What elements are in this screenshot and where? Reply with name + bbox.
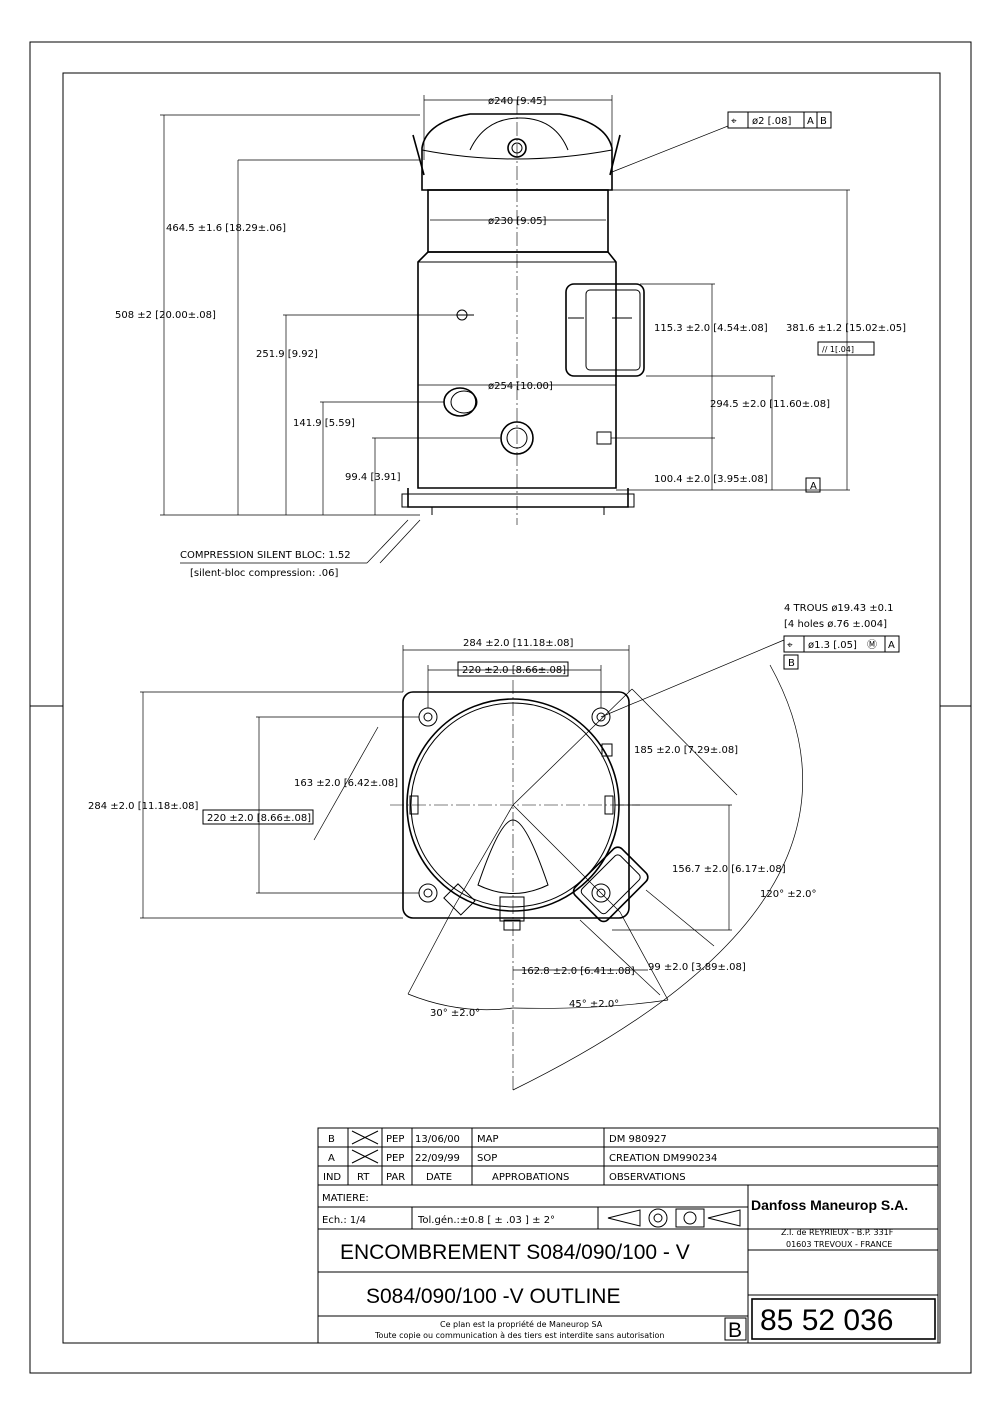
svg-text:22/09/99: 22/09/99 [415,1153,460,1164]
svg-text:A: A [888,640,895,651]
compressor-base [407,488,629,508]
svg-text:PEP: PEP [386,1153,404,1164]
angle-arc-30 [407,993,514,1011]
holes-tolerance-frame [783,635,900,653]
ownership-note: Ce plan est la propriété de Maneurop SA [440,1319,603,1329]
company-address-2: 01603 TREVOUX - FRANCE [786,1240,892,1249]
title-french: ENCOMBREMENT S084/090/100 - V [340,1241,690,1264]
angle-30: 30° ±2.0° [430,1008,480,1019]
rev-b-ind: B [328,1134,335,1145]
parallelism-tolerance: // 1[.04] [822,345,854,354]
side-view [160,95,850,564]
rev-a-ind: A [328,1153,335,1164]
company-address-1: Z.I. de REYRIEUX - B.P. 331F [781,1228,894,1237]
dim-top-diameter: ø240 [9.45] [488,96,547,107]
svg-text:SOP: SOP [477,1153,497,1164]
dim-185: 185 ±2.0 [7.29±.08] [634,745,738,756]
svg-text:B: B [820,116,827,127]
position-tolerance-frame [727,111,832,129]
svg-text:DM 980927: DM 980927 [609,1134,667,1145]
revision-letter: B [728,1319,742,1342]
discharge-port [443,883,476,916]
svg-text:ø2 [.08]: ø2 [.08] [752,116,791,127]
title-block [317,1127,939,1344]
holes-note-imperial: [4 holes ø.76 ±.004] [784,619,887,630]
svg-text:Ⓜ: Ⓜ [867,639,877,651]
svg-text:RT: RT [357,1172,370,1183]
discharge-fitting [443,387,477,417]
schrader-valve [596,431,612,445]
dim-plate-width-284: 284 ±2.0 [11.18±.08] [463,638,574,649]
dim-163: 163 ±2.0 [6.42±.08] [294,778,398,789]
svg-text:MAP: MAP [477,1134,499,1145]
terminal-box [565,283,645,377]
dim-height-99: 99.4 [3.91] [345,472,401,483]
dim-hole-spacing-220: 220 ±2.0 [8.66±.08] [462,665,566,676]
inner-frame [62,72,941,1344]
title-english: S084/090/100 -V OUTLINE [366,1285,620,1308]
plan-view [140,639,803,1091]
svg-text:ø1.3 [.05]: ø1.3 [.05] [808,640,857,651]
dim-height-100: 100.4 ±2.0 [3.95±.08] [654,474,768,485]
angle-45: 45° ±2.0° [569,999,619,1010]
dim-height-381: 381.6 ±1.2 [15.02±.05] [786,323,906,334]
silent-bloc-note-imperial: [silent-bloc compression: .06] [190,568,338,579]
oil-port [499,896,525,922]
projection-symbol [607,1209,641,1227]
dim-height-251: 251.9 [9.92] [256,349,318,360]
dim-height-508: 508 ±2 [20.00±.08] [115,310,216,321]
dim-height-141: 141.9 [5.59] [293,418,355,429]
company-name: Danfoss Maneurop S.A. [751,1197,908,1213]
holes-note: 4 TROUS ø19.43 ±0.1 [784,603,894,614]
angle-arc-45 [512,999,669,1009]
outer-frame [29,41,972,1374]
dim-height-294: 294.5 ±2.0 [11.60±.08] [710,399,830,410]
svg-text:CREATION DM990234: CREATION DM990234 [609,1153,717,1164]
angle-arc-120 [512,664,803,1091]
datum-b: B [788,658,795,669]
dim-162: 162.8 ±2.0 [6.41±.08] [521,966,635,977]
copy-restriction-note: Toute copie ou communication à des tiers… [374,1331,664,1340]
position-symbol: ⌖ [731,116,737,127]
svg-text:A: A [807,116,814,127]
general-tolerance: Tol.gén.:±0.8 [ ± .03 ] ± 2° [417,1214,555,1226]
material-label: MATIERE: [322,1193,369,1204]
svg-text:OBSERVATIONS: OBSERVATIONS [609,1172,686,1183]
svg-text:13/06/00: 13/06/00 [415,1134,460,1145]
dim-99: 99 ±2.0 [3.89±.08] [648,962,746,973]
dim-hole-spacing-220-v: 220 ±2.0 [8.66±.08] [207,813,311,824]
silent-bloc-note: COMPRESSION SILENT BLOC: 1.52 [180,550,351,561]
svg-text:PAR: PAR [386,1172,405,1183]
scale-label: Ech.: 1/4 [322,1215,366,1226]
dim-height-115: 115.3 ±2.0 [4.54±.08] [654,323,768,334]
compressor-top-cap [421,113,613,191]
svg-text:APPROBATIONS: APPROBATIONS [492,1172,569,1183]
suction-cap [477,819,549,894]
dim-156: 156.7 ±2.0 [6.17±.08] [672,864,786,875]
drawing-number: 85 52 036 [760,1304,893,1337]
svg-text:DATE: DATE [426,1172,452,1183]
angle-120: 120° ±2.0° [760,889,817,900]
dim-plate-height-284: 284 ±2.0 [11.18±.08] [88,801,199,812]
dim-base-diameter: ø254 [10.00] [488,381,553,392]
dim-body-diameter: ø230 [9.05] [488,216,547,227]
header-ind: IND [323,1172,341,1183]
svg-text:PEP: PEP [386,1134,404,1145]
dim-height-464: 464.5 ±1.6 [18.29±.06] [166,223,286,234]
datum-a: A [810,481,817,492]
schrader-port [601,743,613,757]
terminal-box-plan [572,846,649,923]
svg-text:⌖: ⌖ [787,640,793,651]
